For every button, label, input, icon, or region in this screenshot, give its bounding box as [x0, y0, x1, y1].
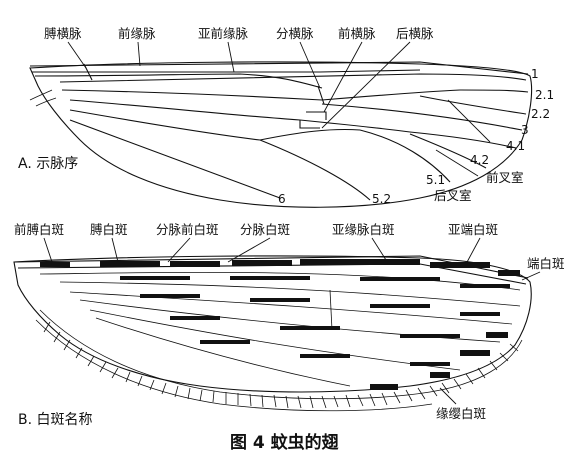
vein-label-2-1: 2.1	[535, 88, 554, 102]
label-presector-spot: 分脉前白斑	[156, 222, 219, 237]
wing-b-fringe-outer	[35, 319, 433, 412]
vein-b-1	[39, 271, 521, 291]
vein-label-3: 3	[521, 123, 529, 137]
vein-6	[69, 119, 281, 199]
vein-label-2-2: 2.2	[531, 107, 550, 121]
vein-label-1: 1	[531, 67, 539, 81]
wing-b-fringe	[39, 309, 523, 400]
crossvein-anterior	[306, 111, 327, 120]
vein-b-5	[89, 309, 461, 371]
vein-costa-inner	[32, 69, 421, 73]
vein-4-2	[409, 133, 487, 169]
label-humeral-spot: 膊白斑	[90, 222, 128, 237]
fringe-hairs	[43, 321, 519, 409]
vein-label-4-2: 4.2	[470, 153, 489, 167]
vein-b-6	[95, 317, 351, 387]
panel-b-title: B. 白斑名称	[18, 412, 93, 428]
label-preapical-spot: 亚端白斑	[448, 222, 498, 237]
label-anterior-fork-cell: 前叉室	[486, 170, 524, 185]
vein-subcosta	[34, 73, 323, 89]
vein-rs	[61, 89, 323, 101]
vein-4-1	[409, 131, 517, 149]
label-fringe-spot: 缘缨白斑	[436, 406, 486, 421]
vein-2-2	[419, 95, 527, 115]
panel-a-wing	[29, 61, 533, 208]
label-subcosta: 亚前缘脉	[198, 26, 249, 41]
vein-label-5-1: 5.1	[426, 173, 445, 187]
vein-5	[259, 128, 361, 141]
wing-a-base	[29, 89, 57, 107]
vein-3	[321, 103, 523, 131]
vein-label-6: 6	[278, 192, 286, 206]
label-posterior-fork-cell: 后叉室	[434, 188, 472, 203]
label-sector-spot: 分脉白斑	[240, 222, 290, 237]
label-sector-crossvein: 分横脉	[276, 26, 314, 41]
label-posterior-crossvein: 后横脉	[396, 26, 434, 41]
vein-2-1	[459, 89, 529, 93]
vein-cubitus	[69, 109, 261, 141]
figure-caption: 图 4 蚊虫的翅	[230, 432, 339, 453]
vein-label-4-1: 4.1	[506, 139, 525, 153]
vein-media	[69, 99, 301, 121]
vein-b-cross	[329, 289, 333, 331]
label-prehumeral-spot: 前膊白斑	[14, 222, 64, 237]
label-costa: 前缘脉	[118, 26, 156, 41]
vein-costa	[29, 61, 529, 75]
vein-4	[299, 119, 411, 133]
label-subcostal-spot: 亚缘脉白斑	[332, 222, 395, 237]
vein-b-costa	[13, 255, 529, 279]
wing-a-outline	[29, 61, 533, 208]
dark-scale-spots	[40, 259, 520, 390]
wing-b-outline	[13, 255, 532, 393]
label-humeral-crossvein: 膊横脉	[44, 26, 82, 41]
vein-b-3	[69, 291, 513, 325]
vein-5-2	[259, 139, 371, 201]
vein-b-2	[59, 281, 521, 307]
label-apical-spot: 端白斑	[527, 256, 565, 271]
label-anterior-crossvein: 前横脉	[338, 26, 376, 41]
vein-1	[59, 73, 527, 83]
panel-b-leaders	[43, 237, 541, 405]
panel-a-leaders	[67, 41, 491, 177]
panel-a-title: A. 示脉序	[18, 156, 78, 172]
crossvein-sector	[317, 85, 325, 105]
crossvein-posterior	[299, 120, 320, 129]
vein-5-1	[359, 129, 451, 183]
vein-label-5-2: 5.2	[372, 192, 391, 206]
vein-2	[321, 89, 461, 101]
